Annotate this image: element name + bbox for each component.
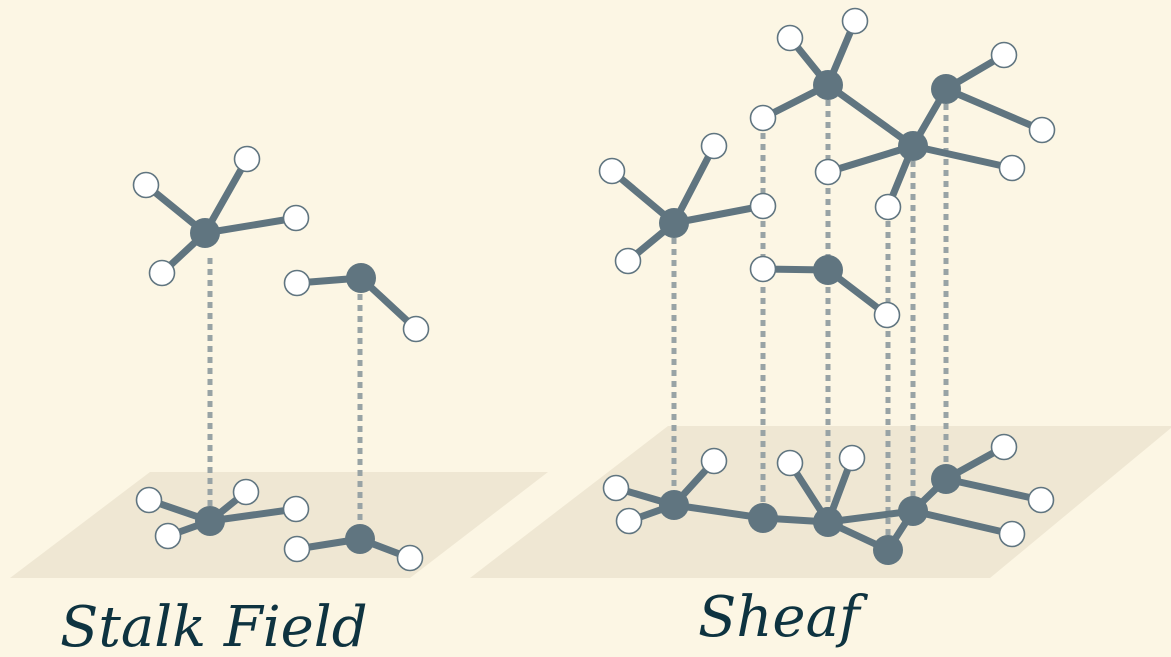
base-molecule (602, 433, 1055, 565)
leaf-node (841, 7, 869, 35)
leaf-node (154, 522, 182, 550)
leaf-node (874, 193, 902, 221)
stalk-molecule (598, 132, 777, 275)
leaf-node (282, 495, 310, 523)
leaf-node (1028, 116, 1056, 144)
leaf-node (602, 474, 630, 502)
leaf-node (614, 247, 642, 275)
hub-node (659, 490, 689, 520)
leaf-node (873, 301, 901, 329)
hub-node (813, 70, 843, 100)
leaf-node (282, 204, 310, 232)
hub-node (659, 208, 689, 238)
caption-stalk-field: Stalk Field (60, 595, 368, 657)
caption-sheaf: Sheaf (698, 585, 860, 650)
leaf-node (1027, 486, 1055, 514)
leaf-node (396, 544, 424, 572)
hub-node (813, 255, 843, 285)
leaf-node (990, 433, 1018, 461)
stalk-molecule (132, 145, 310, 287)
leaf-node (700, 447, 728, 475)
hub-node (195, 506, 225, 536)
base-molecule (283, 524, 424, 572)
leaf-node (283, 269, 311, 297)
stalk-molecule (749, 255, 901, 329)
stalk-molecule (283, 263, 430, 343)
leaf-node (148, 259, 176, 287)
hub-node (898, 496, 928, 526)
leaf-node (233, 145, 261, 173)
leaf-node (283, 535, 311, 563)
sheaf-diagram (470, 7, 1171, 578)
stalk-molecule (749, 7, 1056, 221)
hub-node (748, 503, 778, 533)
leaf-node (132, 171, 160, 199)
hub-node (345, 524, 375, 554)
leaf-node (990, 41, 1018, 69)
leaf-node (838, 444, 866, 472)
leaf-node (135, 486, 163, 514)
hub-node (346, 263, 376, 293)
leaf-node (615, 507, 643, 535)
leaf-node (998, 154, 1026, 182)
leaf-node (749, 255, 777, 283)
leaf-node (749, 104, 777, 132)
stalk-field-diagram (10, 145, 548, 578)
leaf-node (998, 520, 1026, 548)
hub-node (931, 74, 961, 104)
base-plane-right (470, 426, 1171, 578)
leaf-node (814, 158, 842, 186)
leaf-node (776, 24, 804, 52)
leaf-node (232, 478, 260, 506)
hub-node (898, 131, 928, 161)
hub-node (931, 464, 961, 494)
hub-node (190, 218, 220, 248)
leaf-node (749, 192, 777, 220)
leaf-node (402, 315, 430, 343)
base-molecule (135, 478, 310, 550)
leaf-node (776, 449, 804, 477)
base-plane-left (10, 472, 548, 578)
hub-node (873, 535, 903, 565)
leaf-node (598, 157, 626, 185)
leaf-node (700, 132, 728, 160)
hub-node (813, 507, 843, 537)
